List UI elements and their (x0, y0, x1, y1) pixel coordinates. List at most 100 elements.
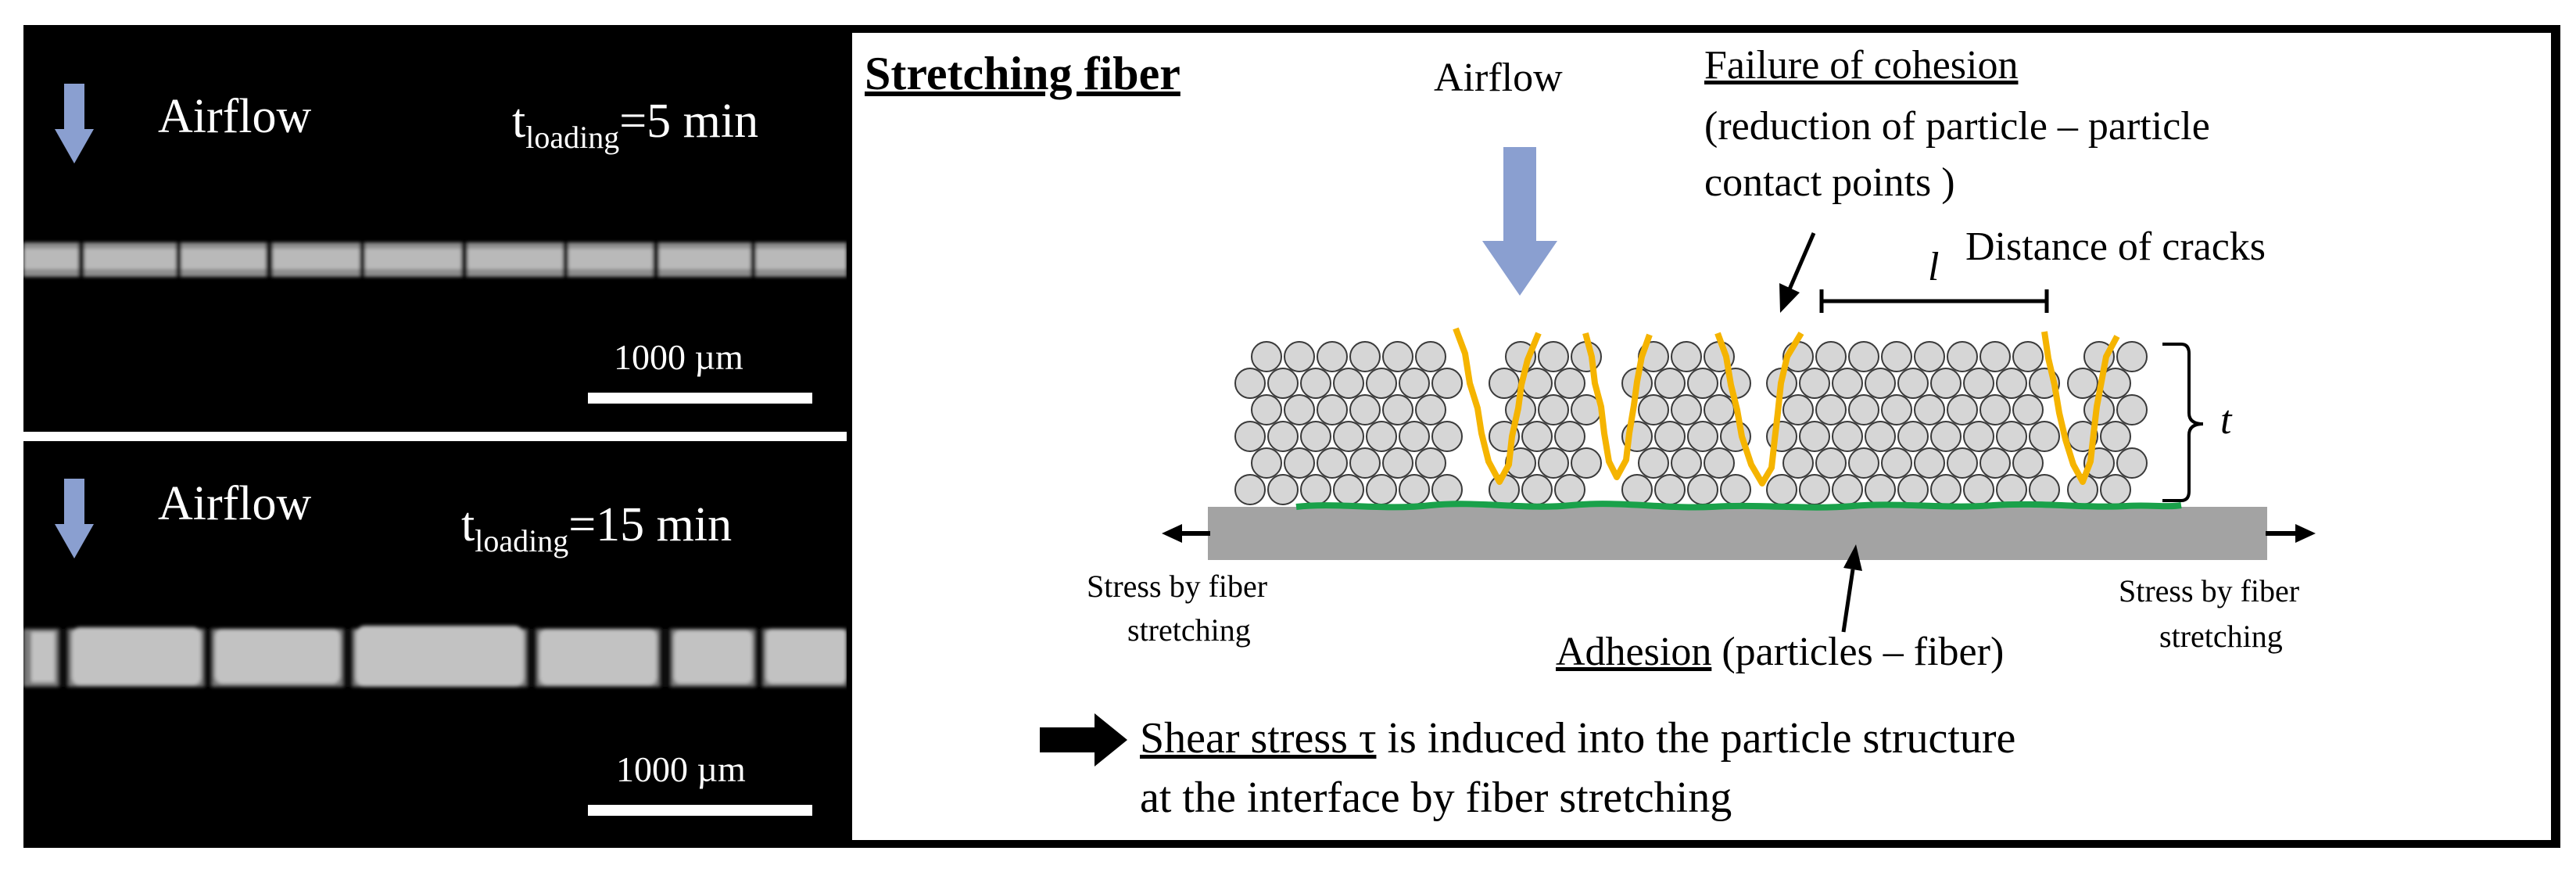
particle (2029, 474, 2060, 505)
particle (1963, 474, 1994, 505)
shear-stress-line1: Shear stress τ is induced into the parti… (1140, 714, 2016, 763)
particle (1333, 368, 1364, 399)
particle (1704, 447, 1735, 479)
particle (1832, 368, 1863, 399)
particle (1930, 368, 1962, 399)
particle (1720, 474, 1751, 505)
particle (1671, 394, 1702, 425)
particle (1963, 368, 1994, 399)
particle (1415, 341, 1446, 372)
fiber-micrograph-15min (23, 626, 847, 687)
airflow-label: Airflow (158, 90, 312, 143)
stress-right-line2: stretching (2159, 619, 2283, 654)
thickness-symbol: t (2220, 398, 2232, 443)
particle (1382, 447, 1413, 479)
particle (1799, 368, 1830, 399)
particle (1832, 421, 1863, 452)
particle (1865, 474, 1896, 505)
particle (1832, 474, 1863, 505)
particle (1251, 394, 1282, 425)
particle (1963, 421, 1994, 452)
fiber-micrograph-5min (23, 242, 847, 277)
particle (2012, 394, 2044, 425)
particle (1234, 368, 1266, 399)
particle (2116, 447, 2148, 479)
micrograph-panel-15min: Airflow tloading=15 min 1000 µm (23, 441, 847, 848)
loading-time-label: tloading=15 min (461, 498, 733, 558)
particle (1538, 447, 1569, 479)
particle (1914, 447, 1945, 479)
particle (1267, 368, 1299, 399)
particle (1621, 474, 1653, 505)
adhesion-pointer-head (1843, 544, 1862, 571)
particle (2029, 421, 2060, 452)
particle (1947, 394, 1978, 425)
panel-divider (23, 432, 847, 441)
particle (1554, 474, 1585, 505)
particle (1415, 447, 1446, 479)
particle (1979, 394, 2011, 425)
particle (1638, 447, 1669, 479)
adhesion-line (1295, 501, 2182, 511)
particle (1848, 341, 1879, 372)
particle (1654, 368, 1686, 399)
stress-left-line2: stretching (1127, 612, 1251, 648)
stress-arrow-right-head (2295, 524, 2316, 543)
stress-right-line1: Stress by fiber (2119, 573, 2300, 609)
crack-distance-symbol: l (1928, 245, 1940, 289)
particle (2012, 447, 2044, 479)
particle (1538, 341, 1569, 372)
particle (1881, 394, 1912, 425)
cohesion-pointer-head (1779, 283, 1800, 313)
particle (1687, 474, 1718, 505)
cohesion-title: Failure of cohesion (1704, 43, 2019, 88)
particle (1521, 421, 1553, 452)
particle (1521, 474, 1553, 505)
particle (1947, 341, 1978, 372)
particle (1914, 341, 1945, 372)
particle (1284, 394, 1315, 425)
particle (1881, 341, 1912, 372)
particle (1234, 421, 1266, 452)
particle (1897, 421, 1929, 452)
particle (1317, 394, 1348, 425)
particle (1300, 368, 1331, 399)
particle (1654, 421, 1686, 452)
particle (1654, 474, 1686, 505)
stretching-fiber-diagram: Stretching fiber Airflow Failure of cohe… (852, 33, 2551, 840)
particle (1947, 447, 1978, 479)
particle (1815, 341, 1847, 372)
particle (1914, 394, 1945, 425)
particle (1349, 394, 1381, 425)
crack-line (1453, 327, 1542, 485)
particle (2067, 368, 2098, 399)
particle (2012, 341, 2044, 372)
cohesion-pointer (1786, 232, 1816, 292)
particle (1349, 447, 1381, 479)
particle (1930, 421, 1962, 452)
particle (1930, 474, 1962, 505)
particle (1538, 394, 1569, 425)
particle (2116, 394, 2148, 425)
particle (1554, 421, 1585, 452)
particle (1284, 341, 1315, 372)
particle (1267, 474, 1299, 505)
crack-line (1714, 331, 1804, 486)
particle (1671, 447, 1702, 479)
particle (1996, 421, 2027, 452)
scale-bar (588, 393, 812, 404)
diagram-graphics (1040, 147, 2316, 766)
particle (1366, 368, 1397, 399)
particle (1799, 474, 1830, 505)
particle (1897, 368, 1929, 399)
particle (1687, 421, 1718, 452)
particle (1300, 421, 1331, 452)
particle (1979, 447, 2011, 479)
particle (1815, 394, 1847, 425)
particle (1300, 474, 1331, 505)
shear-stress-line2: at the interface by fiber stretching (1140, 774, 1732, 822)
stress-arrow-left-head (1162, 524, 1182, 543)
particle (1848, 394, 1879, 425)
crack-lines (1453, 327, 2120, 486)
particle (1333, 474, 1364, 505)
